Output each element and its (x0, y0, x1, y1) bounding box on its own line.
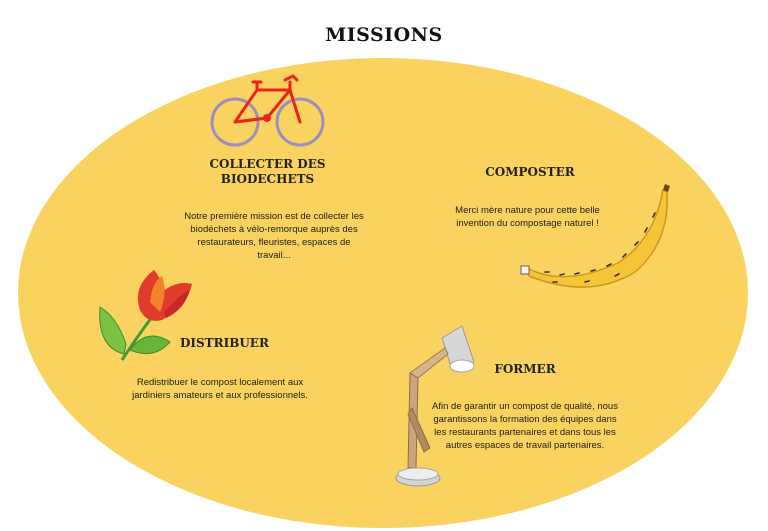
page-title: MISSIONS (325, 24, 443, 46)
banana-icon (520, 184, 670, 288)
compost-heading: COMPOSTER (485, 165, 575, 179)
collect-heading: COLLECTER DES BIODECHETS (209, 157, 326, 186)
compost-text: Merci mère nature pour cette belle inven… (455, 205, 600, 229)
collect-text: Notre première mission est de collecter … (184, 211, 364, 261)
distribute-heading: DISTRIBUER (180, 336, 269, 350)
desk-lamp-icon (395, 325, 475, 487)
train-heading: FORMER (494, 362, 556, 376)
tulip-icon (99, 270, 192, 361)
train-text: Afin de garantir un compost de qualité, … (432, 401, 618, 451)
distribute-text: Redistribuer le compost localement aux j… (132, 377, 308, 401)
bicycle-icon (210, 74, 325, 147)
